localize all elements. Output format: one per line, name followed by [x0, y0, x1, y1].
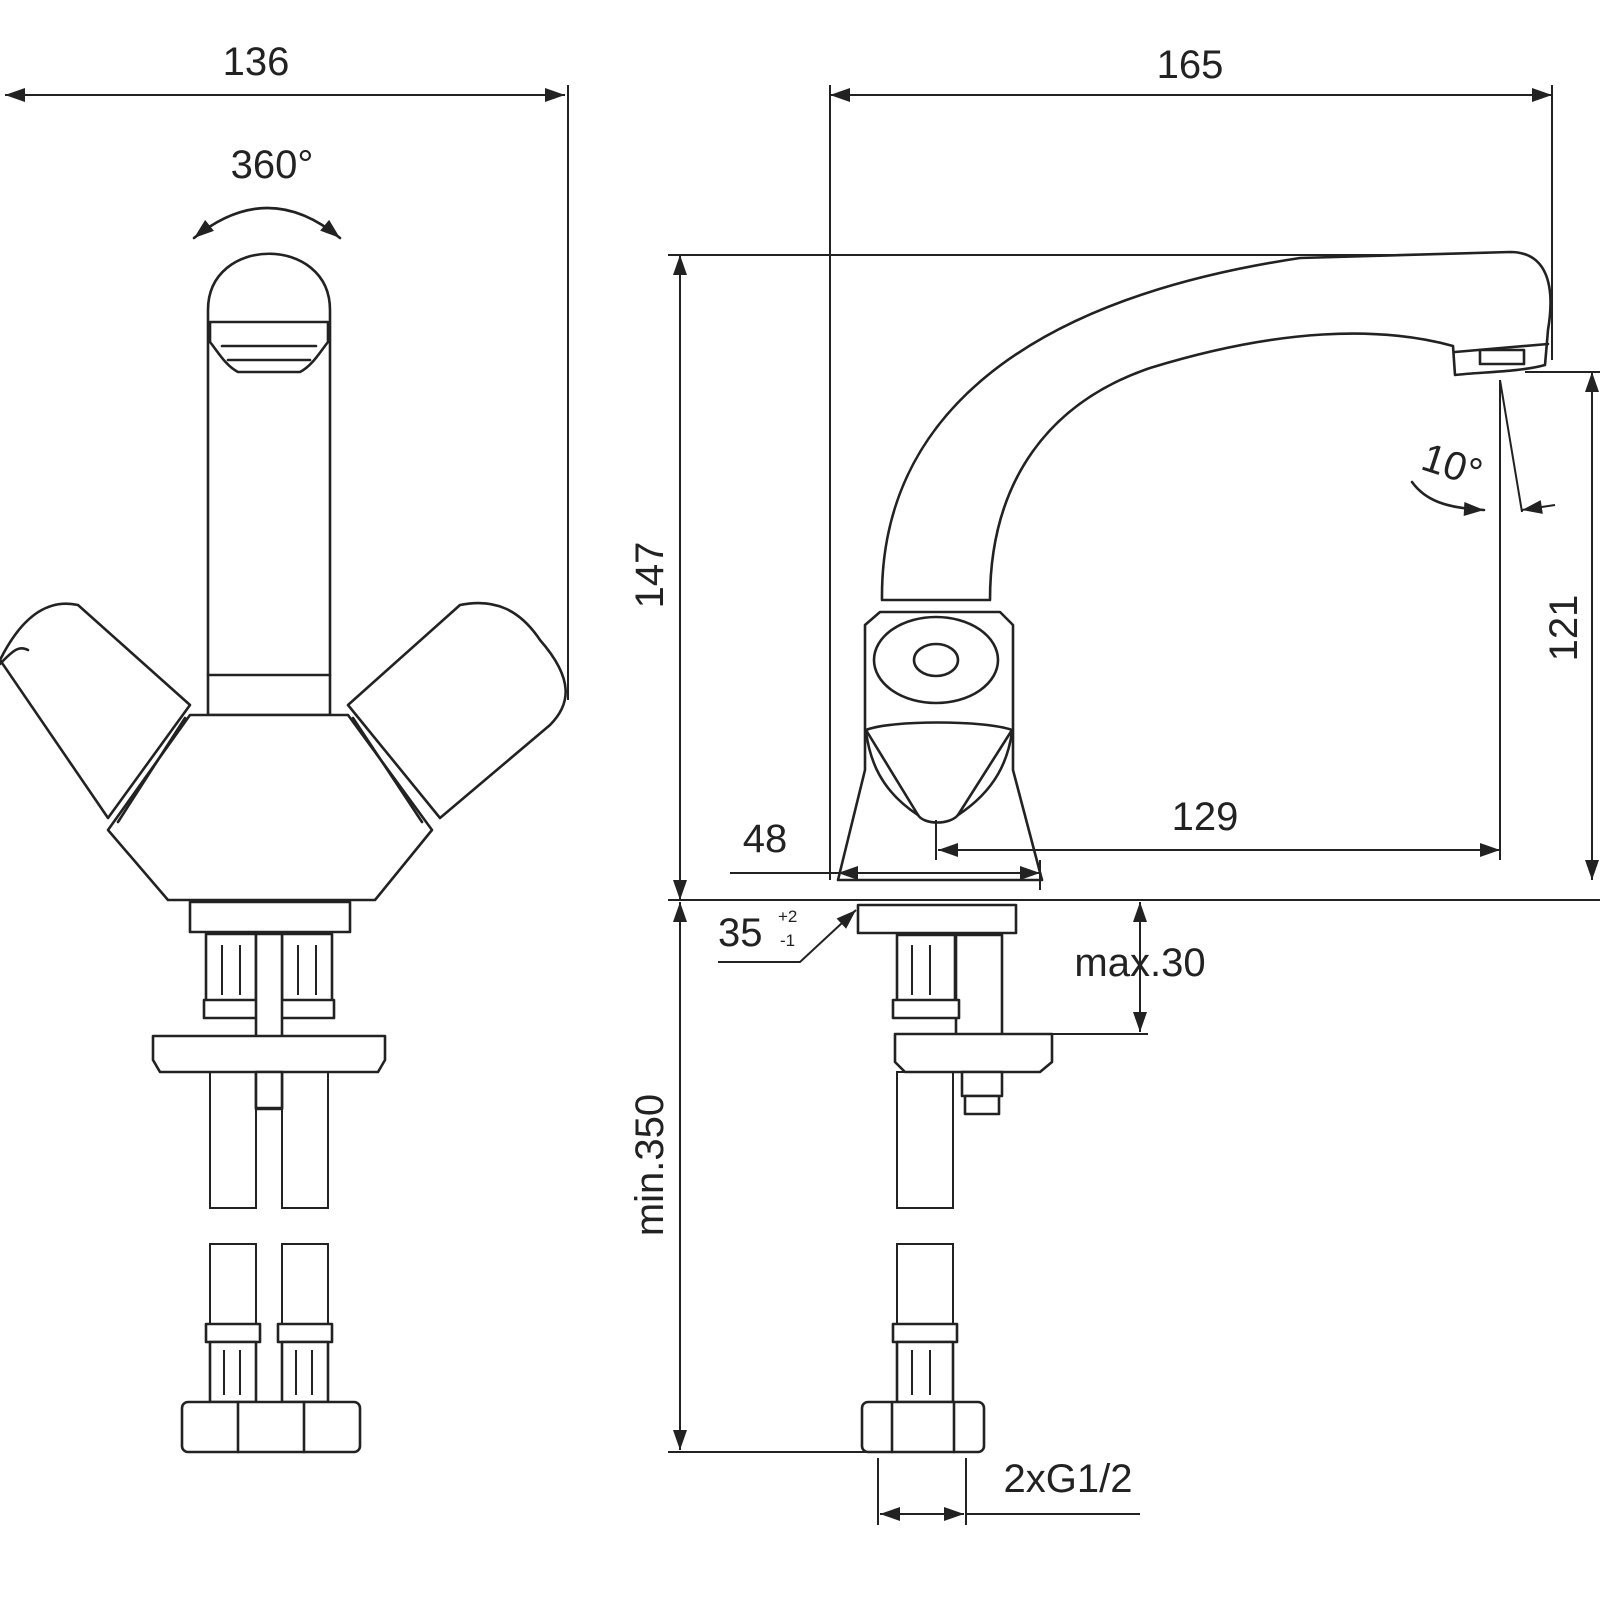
front-view: 136 360° [0, 40, 569, 1454]
dimension-label-2xg1-2: 2xG1/2 [1004, 1457, 1133, 1501]
tolerance-upper: +2 [778, 907, 797, 926]
dimension-label-48: 48 [743, 817, 788, 861]
dimension-rotation: 360° [192, 143, 342, 240]
mixer-body-front [106, 713, 434, 934]
dimension-label-121: 121 [1542, 595, 1586, 662]
dimension-overall-width: 136 [5, 40, 569, 700]
dimension-hose-length: min.350 [628, 902, 880, 1453]
right-handle [346, 601, 567, 820]
spout-side [880, 250, 1552, 602]
side-view: 165 147 [628, 43, 1600, 1525]
left-handle [0, 602, 192, 820]
spout-front [206, 252, 332, 717]
dimension-connection-thread: 2xG1/2 [877, 1457, 1140, 1525]
dimension-base-diameter: 48 [730, 817, 1041, 890]
dimension-label-360: 360° [231, 143, 314, 187]
dimension-label-35: 35 [718, 911, 763, 955]
dimension-label-136: 136 [223, 40, 290, 84]
dimension-label-max-30: max.30 [1074, 941, 1205, 985]
mixer-body-side [836, 610, 1044, 935]
dimension-label-147: 147 [628, 542, 672, 609]
dimension-label-min-350: min.350 [628, 1094, 672, 1236]
front-connectors [151, 932, 387, 1454]
dimension-label-10-degrees: 10° [1416, 435, 1487, 496]
dimension-label-165: 165 [1157, 43, 1224, 87]
dimension-spout-height: 121 [1525, 371, 1600, 880]
dimension-spout-tilt: 10° [1410, 379, 1556, 860]
dimension-spout-reach: 129 [935, 795, 1500, 860]
dimension-max-deck-thickness: max.30 [1040, 902, 1206, 1035]
dimension-label-129: 129 [1172, 795, 1239, 839]
dimension-overall-length: 165 [829, 43, 1553, 880]
dimension-overall-height: 147 [628, 254, 1450, 900]
dimension-hole-diameter: 35 +2 -1 [718, 907, 857, 963]
tolerance-lower: -1 [780, 931, 795, 950]
side-connectors [860, 933, 1054, 1454]
